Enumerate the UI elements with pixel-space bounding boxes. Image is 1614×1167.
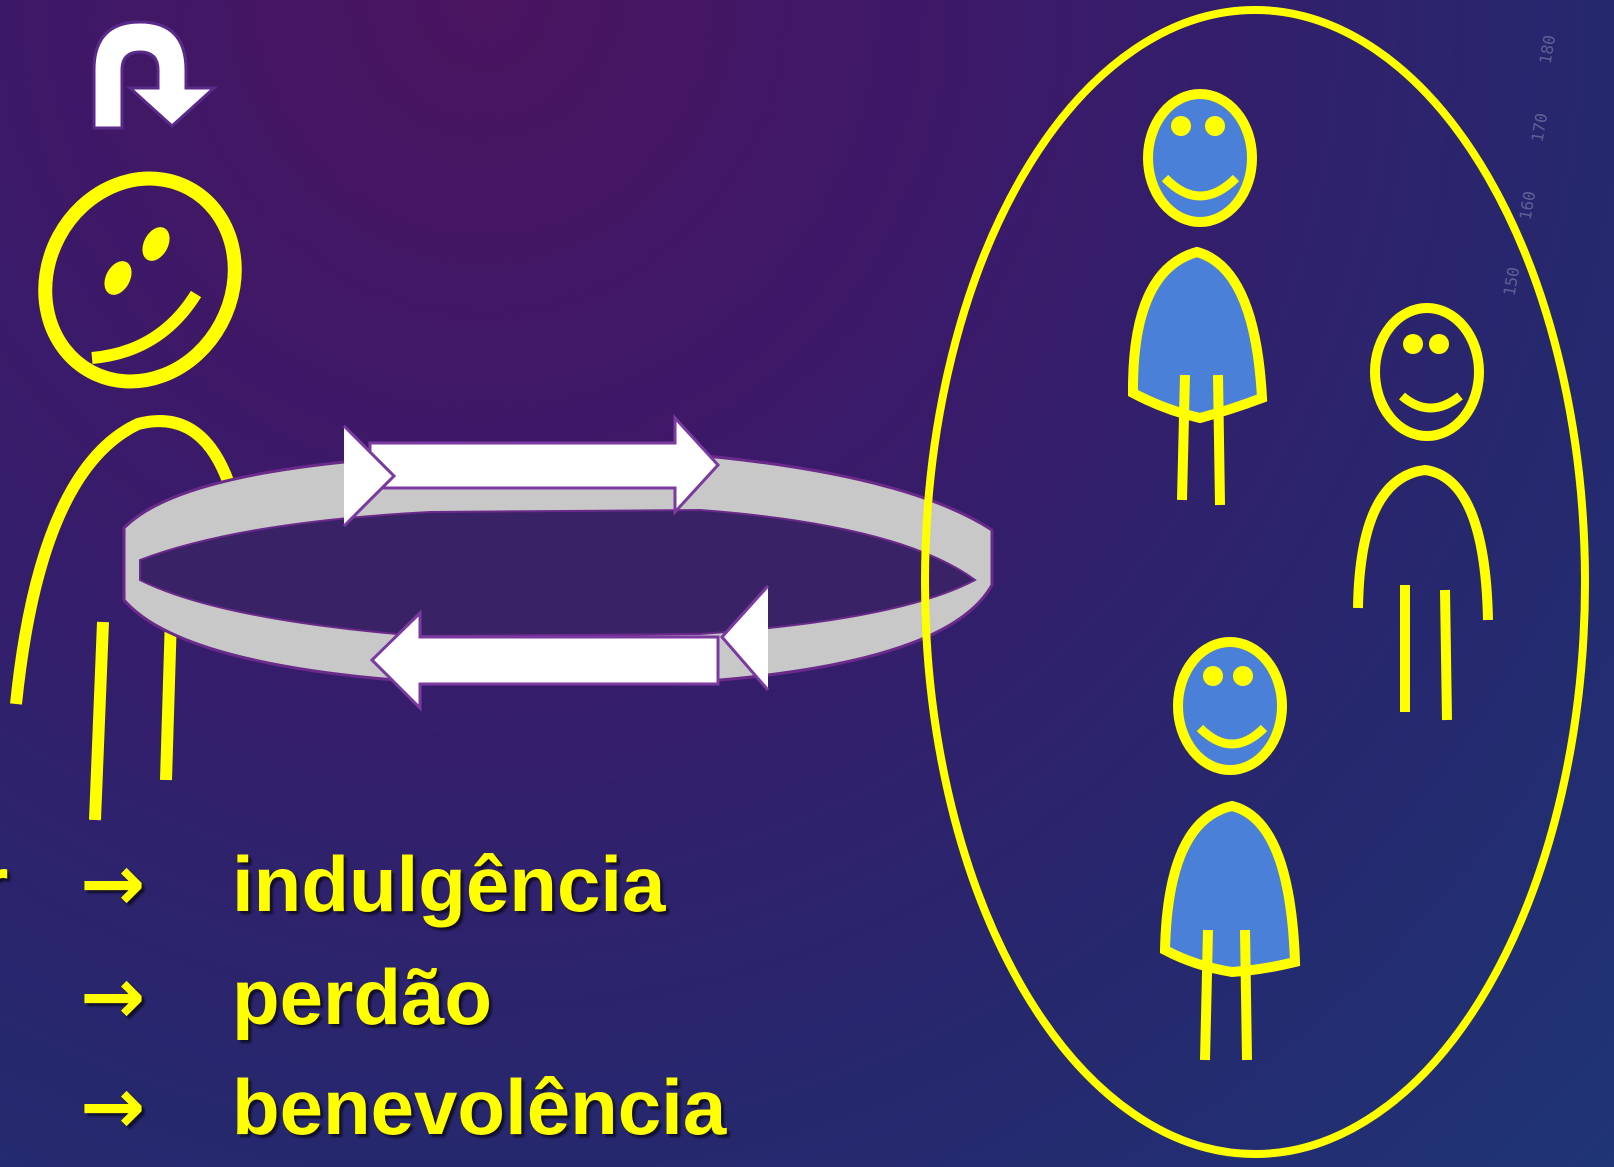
smiley-face-icon — [1143, 89, 1257, 227]
u-turn-arrow-icon — [92, 20, 218, 130]
dial-tick: 170 — [1527, 111, 1552, 144]
arrow-right — [368, 414, 721, 516]
group-person-body — [1127, 246, 1268, 424]
group-person-body — [1353, 464, 1493, 621]
label-indulgencia: indulgência — [232, 840, 666, 928]
group-person — [1127, 89, 1268, 506]
label-perdao: perdão — [232, 953, 493, 1041]
main-person — [10, 171, 252, 821]
cycle-ring — [122, 450, 994, 684]
main-person-body — [10, 415, 252, 705]
smiley-face-icon — [38, 171, 242, 389]
dial-decoration: 180 170 160 150 — [1484, 0, 1614, 380]
group-ellipse — [921, 6, 1589, 1158]
group-person-body — [1159, 800, 1301, 978]
main-person-leg — [89, 621, 109, 821]
dial-tick: 180 — [1535, 33, 1560, 66]
dial-tick: 160 — [1515, 189, 1540, 222]
arrow-left — [369, 609, 720, 712]
group-person — [1353, 303, 1493, 721]
arrow-icon: → — [80, 839, 146, 929]
arrow-icon: → — [80, 952, 146, 1042]
dial-tick: 150 — [1499, 265, 1524, 298]
arrow-icon: → — [80, 1062, 146, 1152]
partial-word: r — [0, 845, 8, 923]
smiley-face-icon — [1370, 303, 1484, 441]
cycle-arrows-icon — [342, 414, 770, 712]
smiley-face-icon — [1173, 637, 1287, 775]
group-person — [1159, 637, 1301, 1061]
label-benevolencia: benevolência — [232, 1063, 727, 1151]
